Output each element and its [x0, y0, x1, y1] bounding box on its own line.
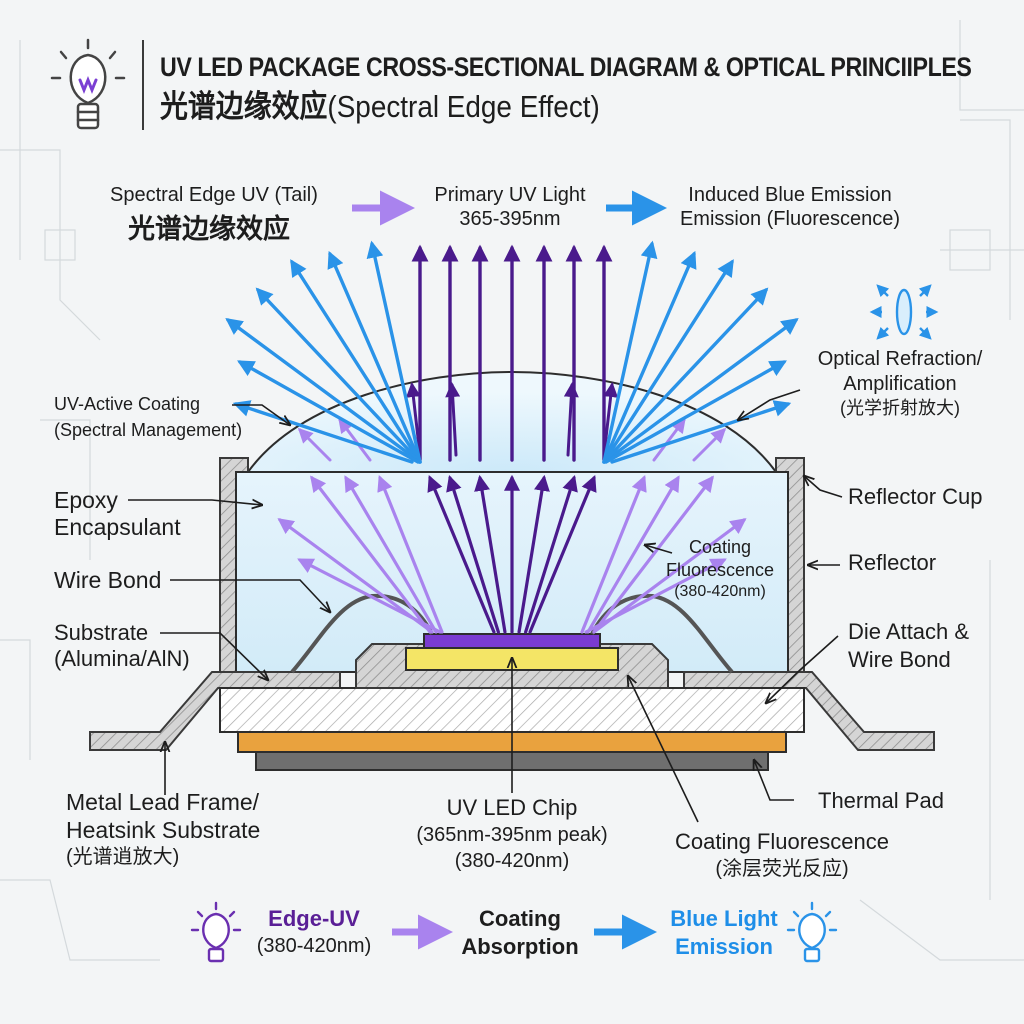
primary-uv-ray: [602, 382, 619, 457]
primary-uv-ray: [427, 475, 496, 634]
edge-uv-ray: [297, 427, 332, 462]
coating-fluorescence-label-line1: Coating Fluorescence: [674, 829, 889, 854]
blue-emission-ray: [255, 287, 422, 464]
thermal-pad-label: Thermal Pad: [818, 788, 944, 813]
blue-emission-ray: [327, 250, 422, 464]
edge-uv-ray: [310, 475, 432, 634]
legend-blue-line1: Induced Blue Emission: [688, 184, 892, 206]
coating-fluorescence-inner-line2: Fluorescence: [665, 560, 775, 580]
primary-uv-ray: [446, 474, 500, 634]
die-attach-label-line2: Wire Bond: [848, 647, 951, 672]
blue-emission-ray: [610, 400, 792, 464]
optical-label-line3: (光学折射放大): [840, 398, 960, 418]
legend-primary-uv-line1: Primary UV Light: [434, 184, 586, 206]
edge-uv-ray: [338, 417, 372, 462]
light-rays: [225, 240, 799, 634]
primary-uv-ray: [528, 475, 597, 634]
primary-uv-ray: [517, 474, 550, 634]
reflector-cup-label: Reflector Cup: [848, 484, 983, 509]
legend-primary-uv-line2: 365-395nm: [459, 208, 561, 230]
uv-chip-label-line2: (365nm-395nm peak): [416, 824, 608, 846]
blue-emission-ray: [366, 240, 422, 464]
subtitle-en: (Spectral Edge Effect): [327, 89, 600, 124]
blue-emission-ray: [602, 287, 769, 464]
blue-emission-ray: [604, 360, 787, 464]
legend-edge-uv-zh: 光谱边缘效应: [128, 214, 290, 244]
blue-emission-ray: [225, 317, 422, 464]
uv-led-chip: [423, 633, 601, 649]
page-subtitle: 光谱边缘效应(Spectral Edge Effect): [160, 89, 600, 125]
uv-coating-label-line2: (Spectral Management): [54, 420, 243, 440]
flow-step1-line2: (380-420nm): [256, 935, 372, 957]
edge-uv-ray: [584, 558, 727, 634]
lead-frame-label-line1: Metal Lead Frame/: [66, 789, 260, 815]
subtitle-zh: 光谱边缘效应: [160, 89, 328, 124]
edge-uv-ray: [586, 475, 680, 634]
edge-uv-ray: [580, 475, 647, 634]
blue-emission-ray: [602, 317, 799, 464]
flow-step3-line1: Blue Light: [670, 906, 778, 931]
optical-label-line1: Optical Refraction/: [817, 348, 983, 370]
background-circuit-lines: [0, 20, 1024, 961]
substrate-label-line2: (Alumina/AlN): [54, 646, 190, 671]
optical-label-line2: Amplification: [843, 373, 957, 395]
leader-lines: [128, 389, 843, 823]
uv-coating-label-line1: UV-Active Coating: [54, 394, 201, 414]
blue-emission-ray: [290, 259, 422, 464]
wire-bond-label: Wire Bond: [54, 567, 162, 593]
coating-fluorescence-inner-line3: (380-420nm): [674, 583, 766, 600]
blue-emission-ray: [237, 360, 420, 464]
lens-refraction-icon: [869, 284, 939, 340]
flow-step2-line1: Coating: [479, 906, 561, 931]
legend-blue-line2: Emission (Fluorescence): [679, 208, 901, 230]
die-attach-label-line1: Die Attach &: [848, 619, 970, 644]
primary-uv-ray: [405, 382, 422, 457]
blue-emission-ray: [602, 259, 734, 464]
edge-uv-ray: [592, 475, 714, 634]
blue-emission-ray: [602, 240, 658, 464]
blue-emission-ray: [602, 250, 697, 464]
edge-uv-ray: [377, 475, 444, 634]
header-lightbulb-icon: [50, 38, 126, 130]
flow-step3-line2: Emission: [675, 934, 773, 959]
uv-chip-label-line1: UV LED Chip: [446, 795, 578, 820]
substrate-label-line1: Substrate: [54, 620, 149, 645]
flow-step2-line2: Absorption: [461, 934, 579, 959]
edge-uv-ray: [652, 417, 686, 462]
flow-left-lightbulb-icon: [190, 901, 242, 963]
epoxy-label-line2: Encapsulant: [54, 514, 181, 540]
lead-frame-label-line3: (光谱逍放大): [66, 846, 180, 868]
primary-uv-ray: [474, 474, 507, 634]
primary-uv-ray: [445, 382, 461, 457]
primary-uv-ray: [563, 382, 579, 457]
lead-frame-label-line2: Heatsink Substrate: [66, 817, 261, 843]
epoxy-label-line1: Epoxy: [54, 487, 118, 513]
blue-emission-ray: [232, 400, 414, 464]
flow-right-lightbulb-icon: [786, 901, 838, 963]
uv-chip-label-line3: (380-420nm): [454, 850, 570, 872]
reflector-label: Reflector: [848, 550, 937, 575]
page-title: UV LED PACKAGE CROSS-SECTIONAL DIAGRAM &…: [160, 52, 972, 82]
coating-fluorescence-label-line2: (涂层荧光反应): [715, 858, 849, 880]
edge-uv-ray: [692, 427, 727, 462]
edge-uv-ray: [344, 475, 438, 634]
coating-fluorescence-inner-line1: Coating: [688, 537, 752, 557]
flow-step1-line1: Edge-UV: [268, 906, 360, 931]
legend-edge-uv-label: Spectral Edge UV (Tail): [110, 184, 318, 206]
primary-uv-ray: [524, 474, 578, 634]
edge-uv-ray: [297, 558, 442, 634]
